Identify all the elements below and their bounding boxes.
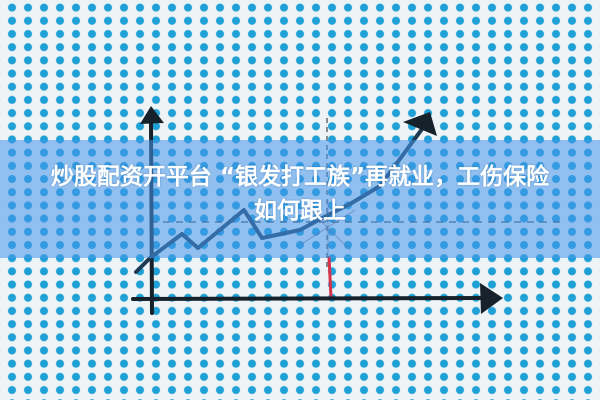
data-line-arrowhead: [403, 112, 437, 136]
x-axis: [131, 296, 487, 301]
headline: 炒股配资开平台 “银发打工族”再就业，工伤保险 如何跟上: [0, 160, 600, 228]
headline-line-2: 如何跟上: [254, 198, 346, 224]
title-band: [0, 140, 600, 258]
y-axis-arrowhead: [140, 106, 164, 124]
red-marker-line: [327, 255, 333, 299]
x-axis-arrowhead: [480, 283, 503, 314]
headline-line-1: 炒股配资开平台 “银发打工族”再就业，工伤保险: [50, 164, 550, 190]
